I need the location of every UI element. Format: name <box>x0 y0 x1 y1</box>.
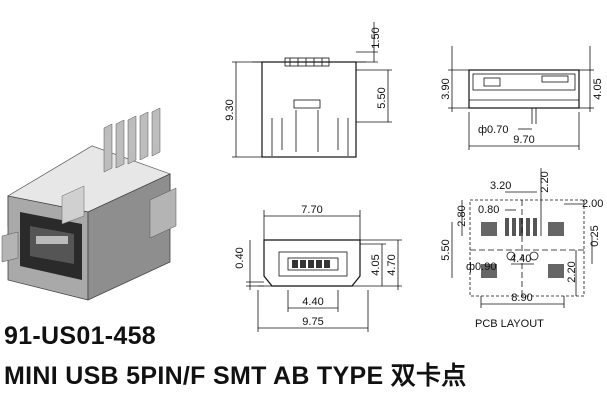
pcb-left-a-label: 2.80 <box>456 205 468 226</box>
pcb-signal-pad <box>519 218 523 236</box>
front-right-outer-label: 4.70 <box>386 254 398 275</box>
pcb-layout: 3.20 0.80 2.20 2.00 2.80 5.50 ф0.90 4.40… <box>440 168 603 308</box>
pcb-pad <box>481 222 497 236</box>
part-number: 91-US01-458 <box>4 322 157 350</box>
pcb-hole-label: ф0.90 <box>466 261 496 273</box>
pcb-signal-pad <box>505 218 509 236</box>
height-dim-label: 9.30 <box>224 99 236 120</box>
pcb-outline <box>469 199 585 297</box>
right-dim-label: 5.50 <box>376 87 388 108</box>
pcb-pad <box>548 264 564 278</box>
top-dim-label: 1.50 <box>370 27 382 48</box>
front-bottom-outer-label: 9.75 <box>302 316 323 328</box>
front-width-label: 7.70 <box>301 204 322 216</box>
front-view: 7.70 0.40 4.05 4.70 4.40 9.75 <box>234 204 402 332</box>
side-right-label: 4.05 <box>592 78 604 99</box>
pcb-padh-label: 2.20 <box>539 171 551 192</box>
product-photo <box>1 107 177 301</box>
top-view-body <box>261 61 357 158</box>
pcb-hole <box>506 251 516 261</box>
pcb-right-b-label: 2.20 <box>566 261 578 282</box>
pcb-pad <box>548 222 564 236</box>
pcb-left-b-label: 5.50 <box>440 239 452 260</box>
pcb-signal-pad <box>533 218 537 236</box>
pcb-right-top-label: 2.00 <box>582 198 603 210</box>
pcb-pitch-label: 3.20 <box>490 180 511 192</box>
pcb-pad <box>481 264 497 278</box>
product-description: MINI USB 5PIN/F SMT AB TYPE 双卡点 <box>4 362 467 390</box>
front-bottom-inner-label: 4.40 <box>302 296 323 308</box>
top-view: 1.50 9.30 5.50 <box>224 22 392 158</box>
side-length-label: 9.70 <box>513 134 534 146</box>
pcb-signal-pad <box>526 218 530 236</box>
pcb-right-a-label: 0.25 <box>589 225 601 246</box>
pcb-hole <box>529 251 539 261</box>
side-view: 3.90 4.05 ф0.70 9.70 <box>440 46 604 150</box>
front-right-inner-label: 4.05 <box>370 254 382 275</box>
side-view-body <box>468 69 580 109</box>
side-height-label: 3.90 <box>440 78 452 99</box>
pin-dia-label: ф0.70 <box>478 124 508 136</box>
pcb-total-label: 8.90 <box>511 292 532 304</box>
pcb-signal-pad <box>512 218 516 236</box>
front-left-label: 0.40 <box>234 247 246 268</box>
pcb-padw-label: 0.80 <box>478 204 499 216</box>
pcb-hole-space-label: 4.40 <box>510 253 531 265</box>
pcb-layout-label: PCB LAYOUT <box>475 318 544 330</box>
